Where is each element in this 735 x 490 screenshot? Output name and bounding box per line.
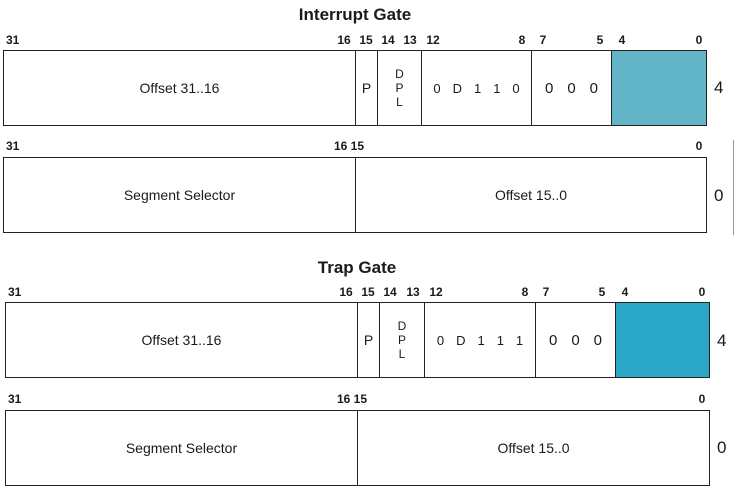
bit-0-label: 0 — [698, 285, 706, 299]
type-bit: 1 — [473, 80, 482, 96]
dpl-field: D P L — [379, 303, 424, 377]
reserved-field — [611, 51, 706, 125]
bit-8-label: 8 — [521, 285, 529, 299]
bit-13-label: 13 — [403, 33, 417, 47]
bit-16-15-label: 16 15 — [337, 392, 368, 406]
bit-16-15-label: 16 15 — [334, 139, 365, 153]
trap-gate-title: Trap Gate — [317, 258, 397, 277]
segment-selector-field: Segment Selector — [4, 158, 355, 232]
type-field: 0 D 1 1 0 — [421, 51, 531, 125]
bit-0-label: 0 — [695, 139, 703, 153]
present-label: P — [361, 80, 372, 96]
dpl-letter: P — [395, 81, 404, 95]
byte-offset-0: 0 — [717, 438, 727, 457]
bit-12-label: 12 — [426, 33, 440, 47]
type-bit: 0 — [436, 332, 445, 348]
offset-low-field: Offset 15..0 — [357, 411, 709, 485]
interrupt-gate-high-dword: Offset 31..16 P D P L 0 D 1 1 0 0 0 0 — [3, 50, 707, 126]
bit-31-label: 31 — [8, 392, 22, 406]
bit-0-label: 0 — [695, 33, 703, 47]
bit-7-label: 7 — [539, 33, 547, 47]
bit-15-label: 15 — [359, 33, 373, 47]
segment-selector-label: Segment Selector — [125, 440, 238, 456]
zero-bit: 0 — [593, 331, 603, 349]
bit-4-label: 4 — [621, 285, 629, 299]
type-bit: 1 — [515, 332, 524, 348]
dpl-field: D P L — [377, 51, 421, 125]
bit-4-label: 4 — [618, 33, 626, 47]
offset-low-field: Offset 15..0 — [355, 158, 706, 232]
interrupt-gate-low-dword: Segment Selector Offset 15..0 — [3, 157, 707, 233]
interrupt-gate-title: Interrupt Gate — [298, 5, 412, 24]
dpl-letter: L — [396, 95, 403, 109]
byte-offset-4: 4 — [717, 331, 727, 350]
bit-8-label: 8 — [518, 33, 526, 47]
offset-high-field: Offset 31..16 — [6, 303, 357, 377]
byte-offset-4: 4 — [714, 78, 724, 97]
bit-14-label: 14 — [383, 285, 397, 299]
trap-gate-high-dword: Offset 31..16 P D P L 0 D 1 1 1 0 0 0 — [5, 302, 710, 378]
segment-selector-label: Segment Selector — [123, 187, 236, 203]
type-bit: 0 — [512, 80, 520, 96]
bit-12-label: 12 — [429, 285, 443, 299]
zero-bit: 0 — [571, 331, 580, 349]
byte-offset-0: 0 — [714, 186, 724, 205]
type-bit: D — [452, 80, 462, 96]
divider — [733, 140, 734, 235]
zero-bits-field: 0 0 0 — [531, 51, 611, 125]
reserved-field — [615, 303, 709, 377]
type-field: 0 D 1 1 1 — [424, 303, 535, 377]
bit-13-label: 13 — [406, 285, 420, 299]
bit-15-label: 15 — [361, 285, 375, 299]
segment-selector-field: Segment Selector — [6, 411, 357, 485]
dpl-letter: D — [395, 67, 404, 81]
offset-high-label: Offset 31..16 — [139, 80, 220, 96]
bit-16-label: 16 — [339, 285, 353, 299]
offset-low-label: Offset 15..0 — [494, 187, 568, 203]
dpl-letter: L — [398, 347, 406, 361]
bit-7-label: 7 — [542, 285, 550, 299]
type-bit: 0 — [433, 80, 441, 96]
bit-31-label: 31 — [6, 139, 20, 153]
zero-bit: 0 — [567, 79, 576, 97]
zero-bit: 0 — [544, 79, 554, 97]
zero-bits-field: 0 0 0 — [535, 303, 615, 377]
present-field: P — [355, 51, 377, 125]
bit-5-label: 5 — [598, 285, 606, 299]
trap-gate-low-dword: Segment Selector Offset 15..0 — [5, 410, 710, 486]
type-bit: 1 — [496, 332, 504, 348]
zero-bit: 0 — [548, 331, 558, 349]
bit-14-label: 14 — [381, 33, 395, 47]
type-bit: 1 — [493, 80, 501, 96]
present-field: P — [357, 303, 379, 377]
bit-0-label: 0 — [698, 392, 706, 406]
type-bit: 1 — [477, 332, 485, 348]
dpl-letter: D — [397, 319, 407, 333]
offset-high-field: Offset 31..16 — [4, 51, 355, 125]
bit-5-label: 5 — [596, 33, 604, 47]
bit-31-label: 31 — [8, 285, 22, 299]
zero-bit: 0 — [589, 79, 599, 97]
offset-high-label: Offset 31..16 — [141, 332, 222, 348]
present-label: P — [363, 332, 374, 348]
offset-low-label: Offset 15..0 — [497, 440, 570, 456]
bit-31-label: 31 — [6, 33, 20, 47]
type-bit: D — [456, 332, 466, 348]
bit-16-label: 16 — [337, 33, 351, 47]
dpl-letter: P — [397, 333, 406, 347]
